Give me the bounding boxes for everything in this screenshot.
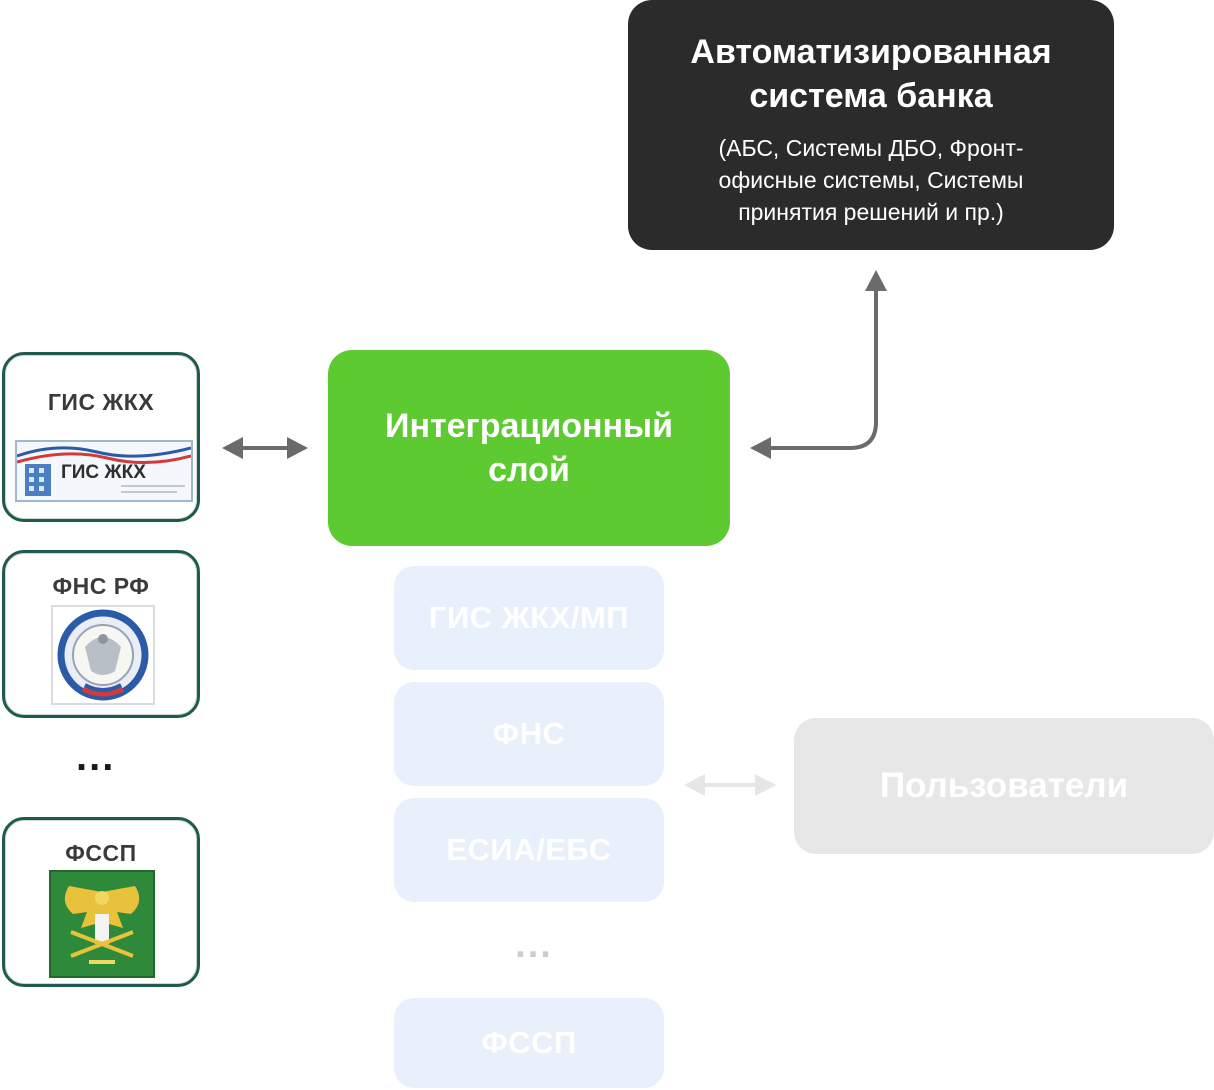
service-fns: ФНС (394, 682, 664, 786)
sources-integration-arrow (222, 437, 308, 459)
service-fssp: ФССП (394, 998, 664, 1088)
users-box: Пользователи (794, 718, 1214, 854)
fssp-emblem-icon (49, 870, 155, 978)
bank-system-title: Автоматизированная система банка (690, 33, 1052, 115)
source-card-fssp: ФССП (2, 817, 200, 987)
source-label-fssp: ФССП (65, 840, 137, 866)
service-gis-zhkh-mp: ГИС ЖКХ/МП (394, 566, 664, 670)
integration-bank-arrow (750, 270, 887, 459)
source-label-fns: ФНС РФ (52, 573, 150, 599)
source-card-fns: ФНС РФ (2, 550, 200, 718)
gis-zhkh-logo-text: ГИС ЖКХ (61, 462, 146, 483)
gis-zhkh-logo-icon: ГИС ЖКХ (15, 440, 193, 502)
sources-ellipsis: ... (76, 735, 116, 779)
source-label-gis-zhkh: ГИС ЖКХ (47, 389, 155, 415)
integration-layer-box: Интеграционный слой (328, 350, 730, 546)
bank-system-box: Автоматизированная система банка (АБС, С… (628, 0, 1114, 250)
integration-layer-label: Интеграционный слой (385, 407, 673, 489)
service-esia-ebs: ЕСИА/ЕБС (394, 798, 664, 902)
fns-emblem-icon (51, 605, 155, 705)
bank-system-subtitle: (АБС, Системы ДБО, Фронт-офисные системы… (718, 135, 1024, 225)
users-label: Пользователи (879, 766, 1129, 805)
services-users-arrow (684, 774, 776, 796)
source-card-gis-zhkh: ГИС ЖКХ ГИС ЖКХ (2, 352, 200, 522)
services-ellipsis: ... (515, 924, 553, 966)
